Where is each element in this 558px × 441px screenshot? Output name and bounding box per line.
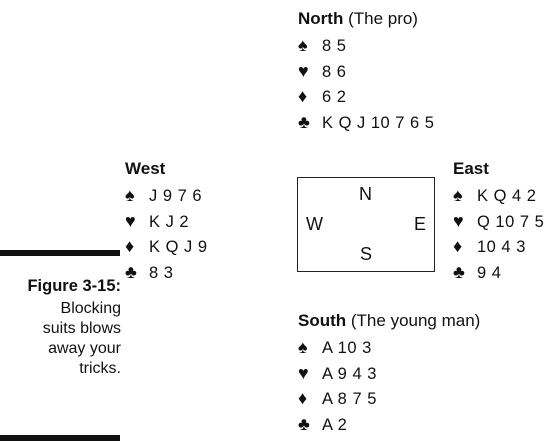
north-title: North (The pro) (298, 8, 434, 30)
south-clubs-row: ♣ A 2 (298, 414, 480, 435)
spade-icon: ♠ (298, 35, 309, 55)
diamond-icon: ♦ (298, 388, 308, 408)
north-role: (The pro) (348, 9, 418, 28)
south-role: (The young man) (350, 311, 481, 330)
east-hearts: Q 10 7 5 (477, 212, 545, 231)
club-icon: ♣ (298, 413, 311, 434)
north-diamonds-row: ♦ 6 2 (298, 86, 434, 107)
east-title: East (453, 158, 544, 180)
south-spades-row: ♠ A 10 3 (298, 337, 480, 358)
heart-icon: ♥ (453, 210, 465, 231)
club-icon: ♣ (298, 111, 311, 132)
club-icon: ♣ (125, 261, 138, 282)
west-spades: J 9 7 6 (149, 187, 203, 205)
north-hearts-row: ♥ 8 6 (298, 61, 434, 82)
spade-icon: ♠ (453, 185, 464, 205)
west-diamonds: K Q J 9 (149, 238, 208, 256)
figure-caption: Figure 3-15: Blocking suits blows away y… (27, 276, 121, 379)
west-clubs-row: ♣ 8 3 (125, 262, 208, 283)
west-hearts-row: ♥ K J 2 (125, 211, 208, 232)
east-clubs-row: ♣ 9 4 (453, 262, 544, 283)
caption-line: away your (48, 340, 121, 357)
diamond-icon: ♦ (298, 86, 308, 106)
heart-icon: ♥ (125, 210, 137, 231)
diamond-icon: ♦ (453, 236, 463, 256)
south-hearts-row: ♥ A 9 4 3 (298, 363, 480, 384)
caption-line: Blocking (60, 300, 121, 317)
south-diamonds: A 8 7 5 (322, 390, 377, 408)
east-diamonds: 10 4 3 (477, 238, 526, 256)
south-spades: A 10 3 (322, 339, 372, 357)
south-name: South (298, 311, 347, 330)
compass-west: W (306, 214, 323, 234)
heart-icon: ♥ (298, 60, 310, 81)
caption-bottom-rule (0, 435, 120, 441)
compass-north: N (359, 184, 372, 204)
east-name: East (453, 159, 489, 178)
east-spades-row: ♠ K Q 4 2 (453, 185, 544, 206)
heart-icon: ♥ (298, 362, 310, 383)
north-clubs-row: ♣ K Q J 10 7 6 5 (298, 112, 434, 133)
south-title: South (The young man) (298, 310, 480, 332)
spade-icon: ♠ (298, 337, 309, 357)
club-icon: ♣ (453, 261, 466, 282)
east-hand: East ♠ K Q 4 2 ♥ Q 10 7 5 ♦ 10 4 3 ♣ 9 4 (453, 158, 544, 287)
compass-east: E (414, 214, 427, 234)
south-hearts: A 9 4 3 (322, 364, 377, 383)
west-name: West (125, 159, 166, 178)
east-spades: K Q 4 2 (477, 187, 537, 205)
west-title: West (125, 158, 208, 180)
compass-south: S (360, 244, 373, 264)
caption-top-rule (0, 250, 120, 256)
east-clubs: 9 4 (477, 263, 502, 282)
west-clubs: 8 3 (149, 263, 174, 282)
east-hearts-row: ♥ Q 10 7 5 (453, 211, 544, 232)
west-hand: West ♠ J 9 7 6 ♥ K J 2 ♦ K Q J 9 ♣ 8 3 (125, 158, 208, 287)
south-clubs: A 2 (322, 415, 348, 434)
north-clubs: K Q J 10 7 6 5 (322, 113, 435, 132)
figure-label: Figure 3-15: (27, 277, 121, 295)
caption-line: tricks. (79, 360, 121, 377)
west-spades-row: ♠ J 9 7 6 (125, 185, 208, 206)
west-hearts: K J 2 (149, 212, 190, 231)
west-diamonds-row: ♦ K Q J 9 (125, 236, 208, 257)
south-diamonds-row: ♦ A 8 7 5 (298, 388, 480, 409)
spade-icon: ♠ (125, 185, 136, 205)
compass-box: N W E S (297, 177, 435, 272)
south-hand: South (The young man) ♠ A 10 3 ♥ A 9 4 3 ♦… (298, 310, 480, 439)
north-spades: 8 5 (322, 37, 347, 55)
east-diamonds-row: ♦ 10 4 3 (453, 236, 544, 257)
north-hand: North (The pro) ♠ 8 5 ♥ 8 6 ♦ 6 2 ♣ K Q J 10… (298, 8, 434, 137)
north-hearts: 8 6 (322, 62, 347, 81)
north-name: North (298, 9, 344, 28)
north-diamonds: 6 2 (322, 88, 347, 106)
north-spades-row: ♠ 8 5 (298, 35, 434, 56)
caption-line: suits blows (42, 320, 121, 337)
diamond-icon: ♦ (125, 236, 135, 256)
